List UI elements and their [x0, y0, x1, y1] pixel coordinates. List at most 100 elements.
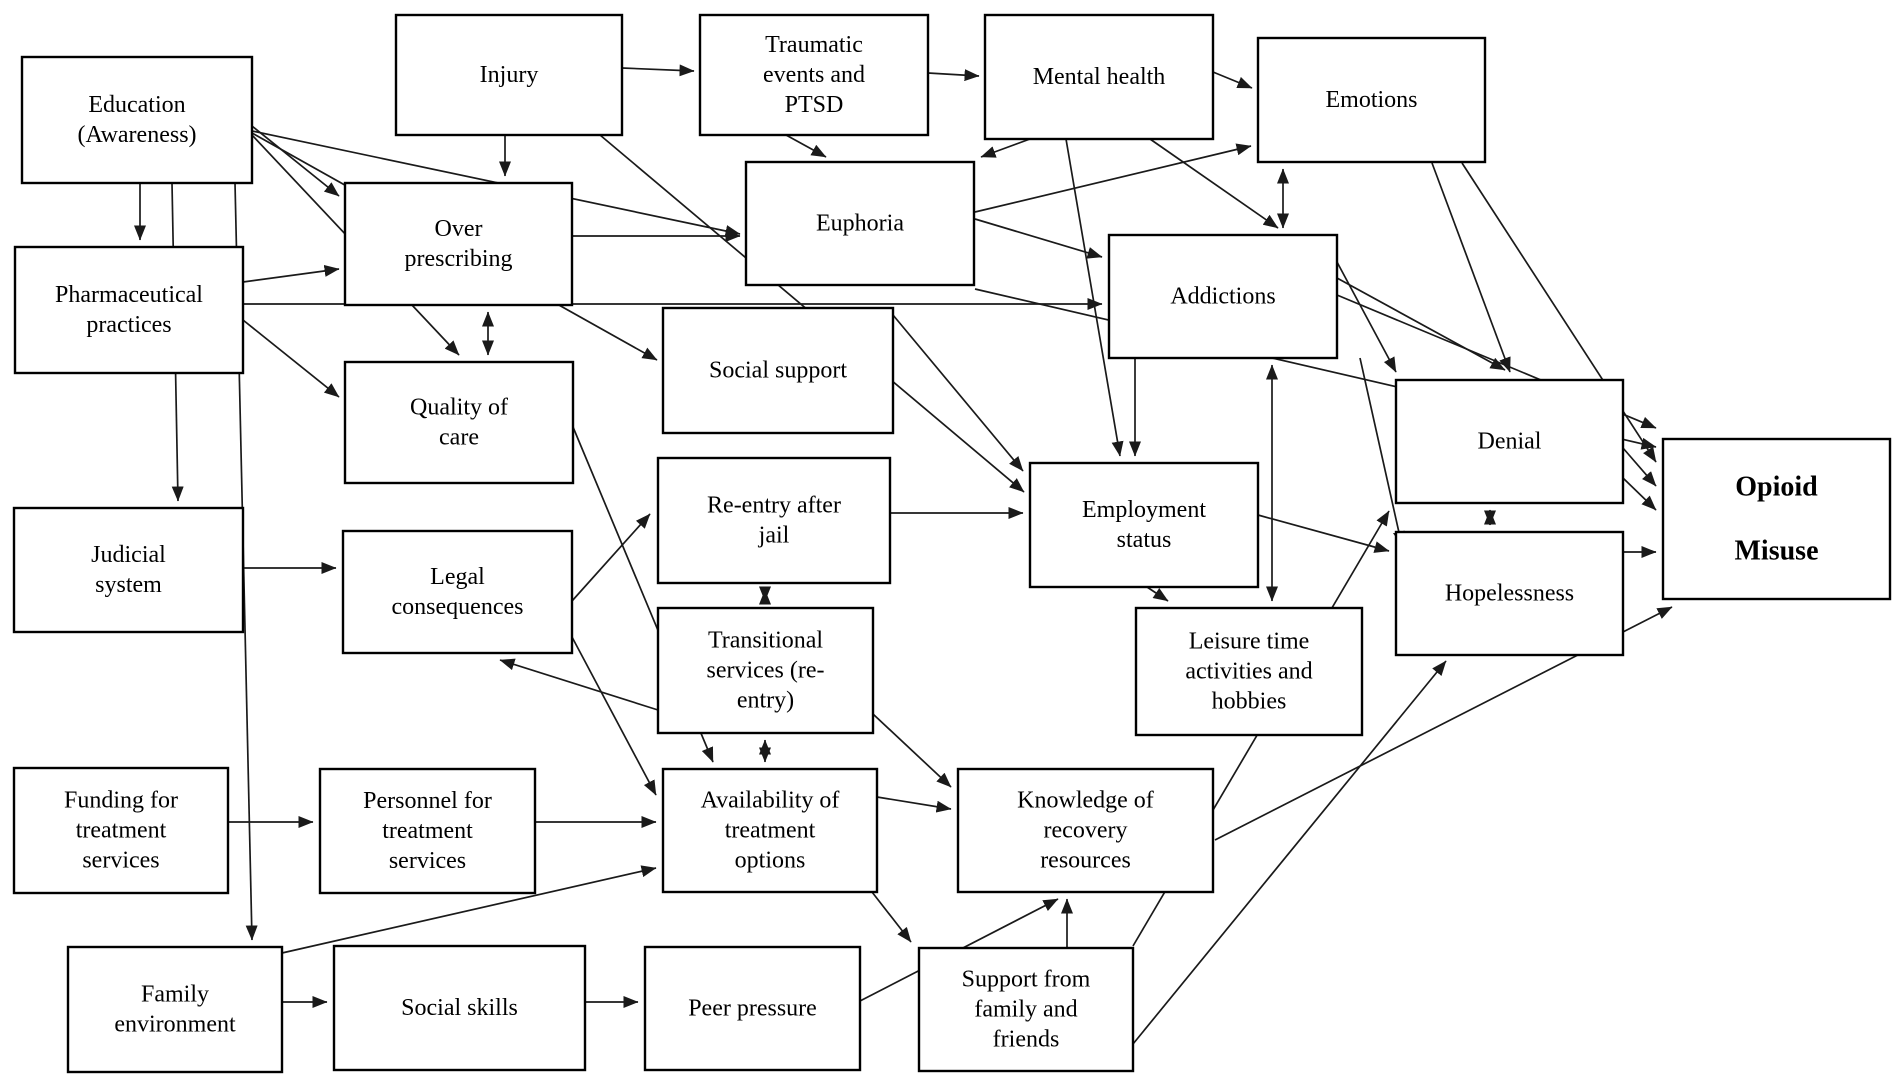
edge-transitional-to-knowledge	[872, 713, 952, 788]
node-injury-label: Injury	[480, 62, 539, 88]
edge-mental-to-employment	[1065, 138, 1124, 457]
node-socialskills-label: Social skills	[401, 995, 518, 1021]
edge-traumatic-to-euphoria	[785, 134, 827, 158]
node-education: Education(Awareness)	[20, 55, 254, 185]
node-judicial-box	[12, 506, 245, 634]
node-mental-box	[983, 13, 1215, 141]
edge-education-to-overprescribing	[251, 125, 340, 197]
edge-addictions-to-hopelessness	[1359, 357, 1405, 547]
node-addictions-box	[1107, 233, 1339, 360]
edge-traumatic-to-mental	[927, 69, 980, 82]
node-addictions: Addictions	[1107, 233, 1339, 360]
node-hopelessness: Hopelessness	[1394, 530, 1625, 657]
node-traumatic-box	[698, 13, 930, 137]
node-hopelessness-box	[1394, 530, 1625, 657]
node-mental: Mental health	[983, 13, 1215, 141]
node-socialsupport-box	[661, 306, 895, 435]
node-pharm-box	[13, 245, 245, 375]
edge-euphoria-to-emotions	[974, 143, 1252, 213]
node-socialskills: Social skills	[332, 944, 587, 1072]
edge-denial-to-opioid	[1622, 477, 1657, 511]
node-opioid-box	[1661, 437, 1892, 601]
node-legal-box	[341, 529, 574, 655]
node-emotions: Emotions	[1256, 36, 1487, 164]
node-socialsupport-label: Social support	[709, 358, 847, 384]
edge-euphoria-to-addictions	[974, 218, 1103, 259]
node-family-box	[66, 945, 284, 1074]
edge-employment-to-hopelessness	[1257, 514, 1390, 553]
edge-injury-to-traumatic	[621, 64, 695, 77]
node-injury: Injury	[394, 13, 624, 137]
node-transitional-box	[656, 606, 875, 735]
node-education-label: Education(Awareness)	[77, 92, 196, 148]
node-personnel-box	[318, 767, 537, 895]
edge-transitional-to-legal	[499, 658, 659, 711]
node-quality-box	[343, 360, 575, 485]
node-peer-label: Peer pressure	[688, 996, 817, 1022]
edge-legal-to-availability	[571, 636, 657, 796]
node-denial: Denial	[1394, 378, 1625, 505]
node-denial-box	[1394, 378, 1625, 505]
edge-support-to-hopelessness	[1132, 660, 1447, 1045]
node-overprescribing-box	[343, 181, 574, 307]
edge-pharm-to-quality	[242, 319, 340, 398]
node-employment-box	[1028, 461, 1260, 589]
node-funding-box	[12, 766, 230, 895]
edge-addictions-to-denial	[1336, 277, 1506, 371]
edge-pharm-to-overprescribing	[242, 265, 340, 283]
node-euphoria-box	[744, 160, 976, 287]
edge-mental-to-addictions	[1149, 138, 1279, 229]
edge-denial-to-opioid	[1622, 447, 1657, 487]
node-reentry-box	[656, 456, 892, 585]
edge-mental-to-euphoria	[980, 138, 1031, 158]
edge-employment-to-leisure	[1146, 586, 1169, 602]
node-mental-label: Mental health	[1033, 64, 1166, 90]
node-education-box	[20, 55, 254, 185]
edge-emotions-to-denial	[1431, 162, 1511, 373]
edge-socialsupport-to-employment	[892, 314, 1024, 472]
edge-mental-to-emotions	[1212, 71, 1253, 89]
edge-family-to-availability	[281, 865, 657, 954]
node-availability-box	[661, 767, 879, 894]
node-emotions-box	[1256, 36, 1487, 164]
node-hopelessness-label: Hopelessness	[1445, 581, 1574, 607]
node-denial-label: Denial	[1478, 429, 1542, 455]
edge-legal-to-reentry	[571, 513, 651, 602]
edge-addictions-to-denial	[1336, 261, 1397, 373]
node-injury-box	[394, 13, 624, 137]
node-euphoria: Euphoria	[744, 160, 976, 287]
node-leisure-box	[1134, 606, 1364, 737]
node-socialsupport: Social support	[661, 306, 895, 435]
